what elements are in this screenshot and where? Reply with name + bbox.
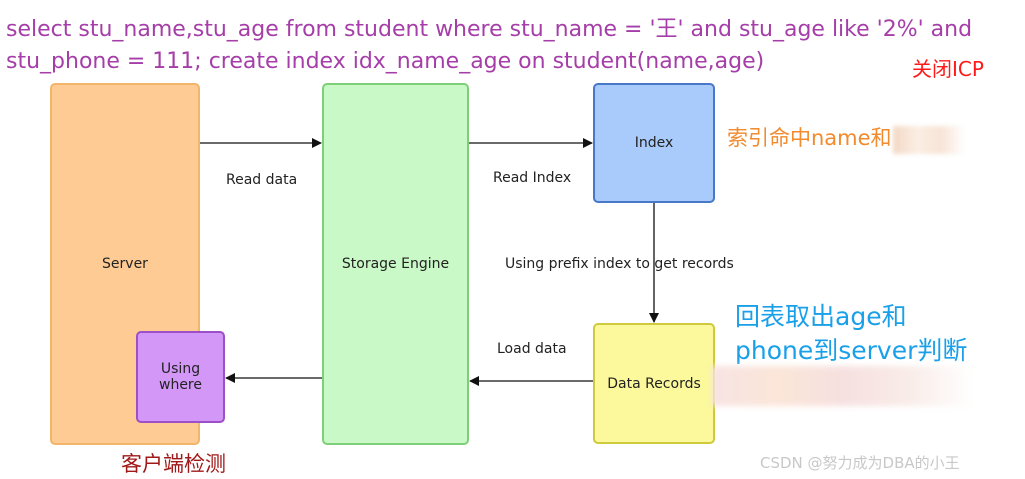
- redacted-blur-top: [893, 126, 965, 154]
- prefix-index-label: Using prefix index to get records: [505, 256, 734, 272]
- close-icp-note: 关闭ICP: [912, 57, 984, 81]
- data-records-label: Data Records: [607, 375, 701, 392]
- using-where-node: Using where: [136, 331, 225, 423]
- index-hit-note: 索引命中name和: [727, 126, 892, 150]
- load-data-label: Load data: [497, 341, 567, 357]
- read-index-label: Read Index: [493, 170, 572, 186]
- index-label: Index: [634, 135, 674, 151]
- sql-line-2: stu_phone = 111; create index idx_name_a…: [6, 49, 765, 74]
- using-where-label: Using where: [159, 361, 202, 393]
- sql-line-1: select stu_name,stu_age from student whe…: [6, 17, 973, 42]
- read-data-label: Read data: [226, 172, 298, 188]
- back-to-table-note: 回表取出age和 phone到server判断: [735, 300, 967, 368]
- storage-engine-node: Storage Engine: [322, 83, 469, 445]
- storage-engine-label: Storage Engine: [341, 256, 450, 272]
- redacted-blur-bottom: [712, 366, 974, 406]
- server-label: Server: [102, 256, 148, 272]
- sql-statement: select stu_name,stu_age from student whe…: [6, 14, 1021, 78]
- back-to-table-line-1: 回表取出age和: [735, 302, 907, 331]
- index-node: Index: [593, 83, 715, 203]
- back-to-table-line-2: phone到server判断: [735, 336, 968, 365]
- client-check-note: 客户端检测: [121, 452, 226, 476]
- watermark: CSDN @努力成为DBA的小王: [760, 454, 960, 472]
